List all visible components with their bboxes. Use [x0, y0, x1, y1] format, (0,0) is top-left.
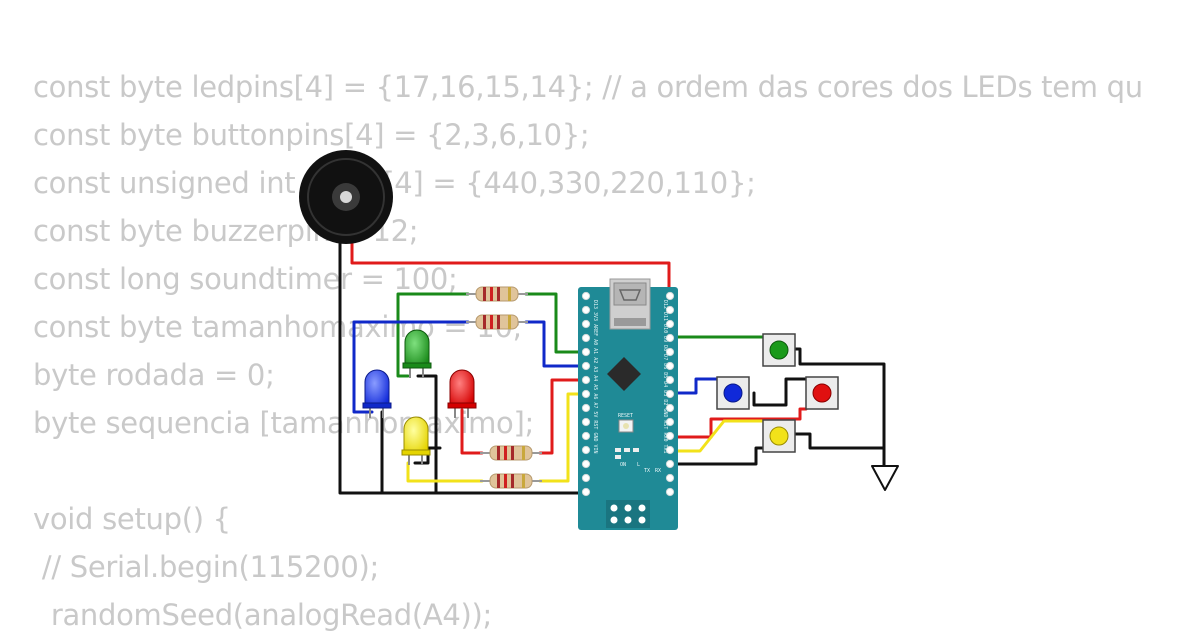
header-pin — [665, 473, 675, 483]
buzzer-signal-wire — [350, 238, 671, 304]
ground-symbol-icon — [871, 465, 899, 491]
button-red[interactable] — [805, 376, 839, 410]
code-line: byte sequencia [tamanhomaximo]; — [33, 406, 534, 440]
button-ground-wire-green — [793, 347, 886, 448]
code-line: const long soundtimer = 100; — [33, 262, 458, 296]
icsp-header — [606, 500, 650, 528]
on-label: ON — [620, 462, 626, 468]
header-pin — [581, 291, 591, 301]
code-line: const byte buttonpins[4] = {2,3,6,10}; — [33, 118, 590, 152]
left-pin-labels: D13 3V3 AREF A0 A1 A2 A3 A4 A5 A6 A7 5V … — [592, 300, 598, 454]
red-button-wire — [666, 407, 808, 439]
resistor-yellow — [480, 473, 542, 489]
blue-button-wire — [666, 377, 719, 395]
header-pin — [581, 445, 591, 455]
code-line: // Serial.begin(115200); — [33, 550, 379, 584]
blue-resistor-wire — [524, 320, 585, 368]
code-line: void setup() { — [33, 502, 231, 536]
header-pin — [581, 347, 591, 357]
leds — [362, 329, 477, 465]
code-line: randomSeed(analogRead(A4)); — [33, 598, 493, 632]
header-pin — [581, 375, 591, 385]
microcontroller-chip — [607, 357, 641, 391]
header-pin — [665, 389, 675, 399]
code-line: const byte ledpins[4] = {17,16,15,14}; /… — [33, 70, 1143, 104]
code-line: const byte tamanhomaximo = 10; — [33, 310, 523, 344]
right-pin-header — [665, 291, 675, 497]
resistor-red — [480, 445, 542, 461]
button-ground-wire-red — [752, 377, 808, 407]
header-pin — [665, 347, 675, 357]
header-pin — [665, 305, 675, 315]
header-pin — [665, 417, 675, 427]
code-line: byte rodada = 0; — [33, 358, 275, 392]
red-led-wire — [460, 408, 484, 455]
header-pin — [581, 487, 591, 497]
button-green[interactable] — [762, 333, 796, 367]
header-pin — [665, 333, 675, 343]
header-pin — [581, 333, 591, 343]
header-pin — [665, 487, 675, 497]
resistor-green — [466, 286, 528, 302]
header-pin — [581, 417, 591, 427]
led-blue — [362, 369, 392, 418]
header-pin — [581, 305, 591, 315]
led-red — [447, 369, 477, 418]
led-green — [402, 329, 432, 378]
rx-label: RX — [655, 468, 661, 474]
header-pin — [581, 459, 591, 469]
wires — [338, 238, 886, 495]
arduino-nano: RESET ON L TX RX D13 3V3 AREF A0 A1 A2 A… — [578, 278, 678, 530]
push-buttons — [716, 333, 839, 453]
header-pin — [665, 431, 675, 441]
led-yellow — [401, 416, 431, 465]
header-pin — [581, 473, 591, 483]
yellow-resistor-wire — [538, 392, 585, 483]
header-pin — [665, 403, 675, 413]
gnd-to-button-wire — [666, 446, 765, 466]
header-pin — [581, 431, 591, 441]
button-yellow[interactable] — [762, 419, 796, 453]
l-label: L — [637, 462, 640, 468]
yellow-led-anode-wire — [406, 461, 484, 483]
left-pin-header — [581, 291, 591, 497]
usb-connector — [609, 278, 651, 330]
resistors — [466, 286, 542, 489]
blue-led-anode-wire — [352, 320, 470, 414]
header-pin — [665, 361, 675, 371]
button-blue[interactable] — [716, 376, 750, 410]
red-led-resistor-wire — [538, 378, 585, 455]
buzzer — [299, 150, 393, 244]
resistor-blue — [466, 314, 528, 330]
buzzer-ground-wire — [338, 238, 588, 495]
header-pin — [665, 291, 675, 301]
header-pin — [581, 319, 591, 329]
button-ground-wire-yellow — [793, 432, 886, 450]
yellow-button-wire — [666, 419, 765, 453]
header-pin — [665, 459, 675, 469]
reset-label: RESET — [618, 413, 633, 419]
green-resistor-wire — [524, 292, 585, 354]
header-pin — [581, 389, 591, 399]
header-pin — [581, 361, 591, 371]
header-pin — [581, 403, 591, 413]
green-led-anode-wire — [396, 292, 470, 378]
header-pin — [665, 445, 675, 455]
right-pin-labels: D12 D11 D10 D9 D8 D7 D6 D5 D4 D3 D2 GND … — [662, 300, 668, 454]
tx-label: TX — [644, 468, 650, 474]
header-pin — [665, 375, 675, 385]
header-pin — [665, 319, 675, 329]
